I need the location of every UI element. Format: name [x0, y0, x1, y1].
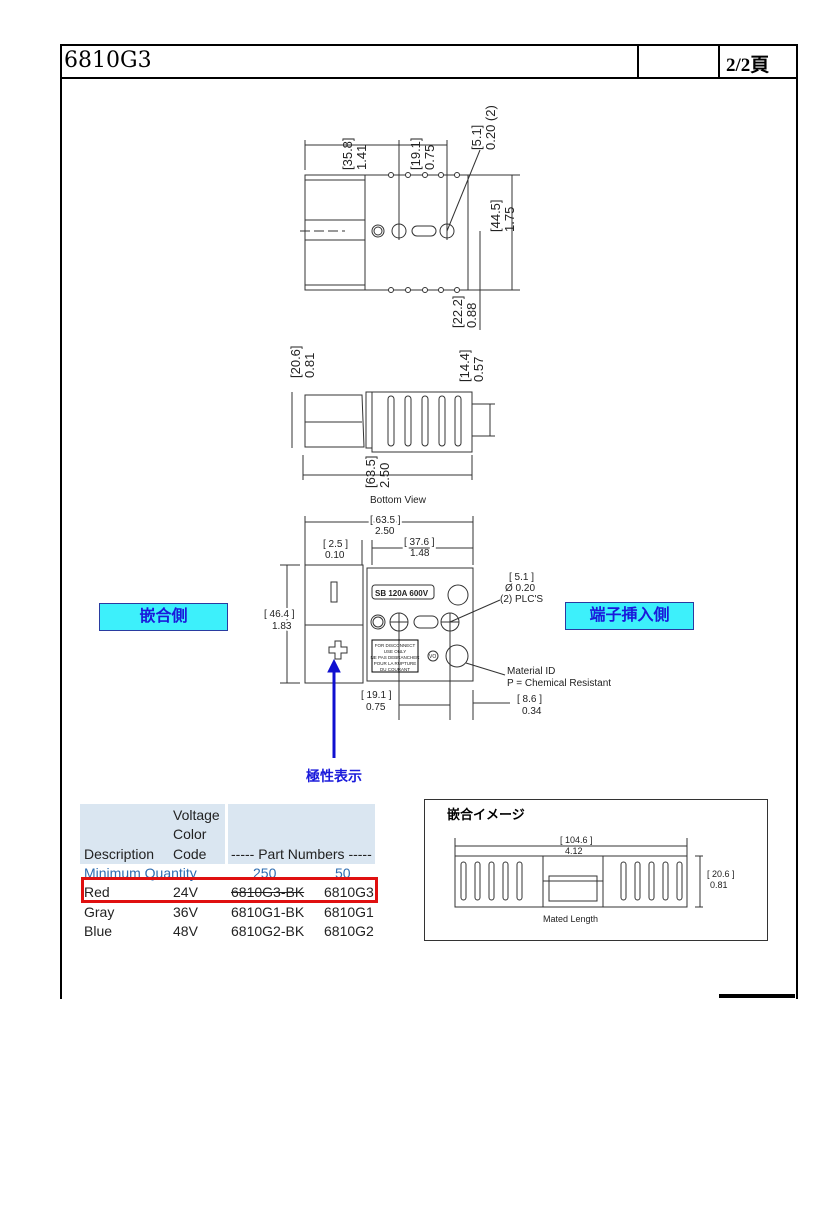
dim-text: 2.50 [377, 463, 392, 488]
dim-text: [44.5] [488, 199, 503, 232]
dim-text: [35.8] [340, 137, 355, 170]
dim-text: [ 63.5 ] [370, 515, 401, 526]
dim-text: 1.83 [272, 621, 292, 632]
header-divider [637, 44, 639, 77]
warning-line: NE PAS DEBRANCHER [371, 655, 421, 660]
warning-line: DU COURANT [380, 667, 410, 672]
warning-line: FOR DISCONNECT [375, 643, 416, 648]
terminal-insertion-side-label: 端子挿入側 [565, 602, 694, 630]
header-color: Color [173, 826, 207, 842]
dim-text: [ 46.4 ] [264, 609, 295, 620]
technical-drawing: [35.8] 1.41 [19.1] 0.75 [5.1] 0.20 (2) [… [262, 105, 611, 758]
page-number: 2/2頁 [726, 55, 770, 76]
dim-text: [ 37.6 ] [404, 537, 435, 548]
dim-text: [ 8.6 ] [517, 694, 542, 705]
header-divider [718, 44, 720, 77]
polarity-label: 極性表示 [306, 768, 362, 784]
dim-text: [5.1] [469, 125, 484, 150]
top-view: [35.8] 1.41 [19.1] 0.75 [5.1] 0.20 (2) [… [300, 105, 520, 330]
dim-text: [ 20.6 ] [707, 869, 735, 879]
dim-text: 0.10 [325, 550, 345, 561]
dim-text: [ 19.1 ] [361, 690, 392, 701]
view-title: Bottom View [370, 495, 427, 506]
dim-text: 0.88 [464, 303, 479, 328]
dim-text: Ø 0.20 [505, 583, 535, 594]
dim-text: 4.12 [565, 846, 583, 856]
dim-text: 0.81 [710, 880, 728, 890]
page-end-bar [719, 994, 795, 998]
dim-text: 0.57 [471, 357, 486, 382]
table-header-bg [80, 804, 225, 864]
row-part: 6810G2 [324, 923, 374, 939]
material-id-note: Material ID [507, 666, 555, 677]
rating-label: SB 120A 600V [375, 589, 429, 598]
row-voltage: 24V [173, 884, 198, 900]
row-part: 6810G1 [324, 904, 374, 920]
warning-line: POUR LA RUPTURE [374, 661, 417, 666]
dim-text: [ 5.1 ] [509, 572, 534, 583]
header-part-numbers: ----- Part Numbers ----- [231, 846, 372, 862]
row-description: Red [84, 884, 110, 900]
row-part-bk-struck: 6810G3-BK [231, 884, 305, 900]
header-code: Code [173, 846, 207, 862]
polarity-arrow [327, 658, 341, 758]
row-part-bk: 6810G2-BK [231, 923, 305, 939]
mated-image-panel: 嵌合イメージ [ 104.6 ] 4.12 [ 20.6 ] 0.81 Mate… [424, 799, 768, 941]
row-description: Gray [84, 904, 115, 920]
dim-text: [20.6] [288, 345, 303, 378]
dim-text: [63.5] [363, 455, 378, 488]
mated-image-title: 嵌合イメージ [447, 807, 525, 822]
header-description: Description [84, 846, 155, 862]
header-voltage: Voltage [173, 807, 220, 823]
side-view: [20.6] 0.81 [14.4] 0.57 [63.5] 2.50 [288, 345, 495, 488]
bottom-view: Bottom View SB 120A 600V FOR DISCONNECT … [262, 495, 611, 720]
warning-label: FOR DISCONNECT USE ONLY NE PAS DEBRANCHE… [371, 643, 421, 672]
mating-side-label: 嵌合側 [99, 603, 228, 631]
dim-text: [ 104.6 ] [560, 835, 593, 845]
part-number-table: Voltage Color Code Description ----- Par… [80, 804, 390, 944]
dim-text: 2.50 [375, 526, 395, 537]
dim-text: 0.81 [302, 353, 317, 378]
row-voltage: 48V [173, 923, 198, 939]
dim-text: 1.75 [502, 207, 517, 232]
dim-text: 1.41 [354, 145, 369, 170]
dim-text: 0.75 [422, 145, 437, 170]
header-row [60, 44, 796, 79]
mated-length-caption: Mated Length [543, 914, 598, 924]
row-voltage: 36V [173, 904, 198, 920]
dim-text: 1.48 [410, 548, 430, 559]
row-part-bk: 6810G1-BK [231, 904, 305, 920]
warning-line: USE ONLY [384, 649, 406, 654]
vo-mark: VO [429, 654, 436, 660]
document-title: 6810G3 [64, 48, 152, 73]
dim-text: 0.75 [366, 702, 386, 713]
mated-drawing: [ 104.6 ] 4.12 [ 20.6 ] 0.81 Mated Lengt… [454, 835, 735, 924]
dim-text: 0.20 (2) [483, 105, 498, 150]
row-part: 6810G3 [324, 884, 374, 900]
dim-text: [19.1] [408, 137, 423, 170]
dim-text: (2) PLC'S [500, 594, 543, 605]
dim-text: [22.2] [450, 295, 465, 328]
material-id-note: P = Chemical Resistant [507, 678, 611, 689]
row-description: Blue [84, 923, 113, 939]
page-frame [60, 44, 798, 999]
highlight-box [81, 877, 378, 903]
table-header-bg [228, 804, 375, 864]
dim-text: [14.4] [457, 349, 472, 382]
dim-text: [ 2.5 ] [323, 539, 348, 550]
dim-text: 0.34 [522, 706, 542, 717]
